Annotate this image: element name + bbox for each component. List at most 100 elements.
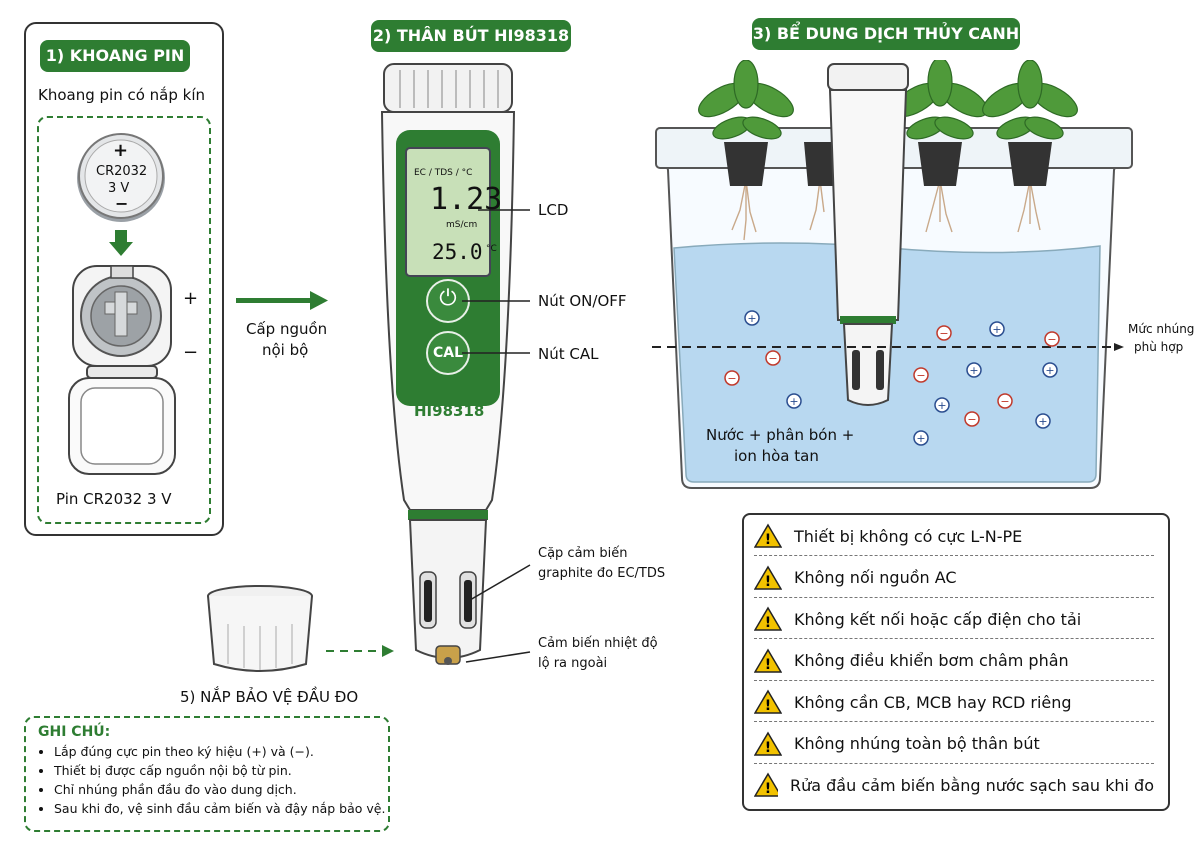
negative-ion-icon	[997, 393, 1013, 409]
lcd-value: 1.23	[430, 182, 503, 217]
power-button[interactable]: ⏻	[439, 286, 457, 311]
negative-ion-icon	[765, 350, 781, 366]
negative-ion-icon	[936, 325, 952, 341]
battery-illustration	[68, 133, 176, 475]
warning-text: Thiết bị không có cực L-N-PE	[794, 526, 1023, 546]
warning-icon-symbol: !	[765, 615, 771, 631]
warning-row: ! Thiết bị không có cực L-N-PE	[754, 517, 1154, 556]
negative-ion-sign: −	[1000, 395, 1009, 408]
warning-icon: !	[754, 772, 778, 797]
callout-sensor-line1: Cặp cảm biến	[538, 546, 628, 561]
warning-icon-symbol: !	[765, 574, 771, 590]
warning-icon: !	[754, 606, 782, 631]
terminal-minus-label: −	[183, 342, 199, 363]
solution-line2: ion hòa tan	[734, 447, 819, 465]
battery-voltage-text: 3 V	[108, 181, 130, 196]
warning-icon: !	[754, 523, 782, 548]
warning-row: ! Không điều khiển bơm châm phân	[754, 642, 1154, 681]
callout-temp-line1: Cảm biến nhiệt độ	[538, 636, 658, 651]
warning-text: Không cần CB, MCB hay RCD riêng	[794, 692, 1072, 712]
positive-ion-icon	[1035, 413, 1051, 429]
lcd-temperature: 25.0	[432, 240, 483, 264]
negative-ion-sign: −	[1047, 333, 1056, 346]
warning-icon-symbol: !	[765, 698, 771, 714]
coin-cell-icon	[77, 133, 165, 222]
battery-model-text: CR2032	[96, 164, 148, 179]
protective-cap-illustration	[207, 585, 394, 672]
battery-plus-sign: +	[113, 140, 129, 161]
note-item: Lắp đúng cực pin theo ký hiệu (+) và (−)…	[54, 742, 404, 761]
negative-ion-sign: −	[939, 327, 948, 340]
battery-compartment-subtitle: Khoang pin có nắp kín	[38, 86, 206, 104]
battery-area	[37, 116, 211, 524]
callout-cal: Nút CAL	[538, 345, 599, 363]
positive-ion-sign: +	[937, 399, 946, 412]
notes-box	[24, 716, 390, 832]
warning-icon-symbol: !	[765, 532, 771, 548]
positive-ion-icon	[913, 430, 929, 446]
negative-ion-icon	[913, 367, 929, 383]
battery-caption: Pin CR2032 3 V	[56, 490, 172, 508]
battery-minus-sign: −	[115, 194, 129, 213]
warning-row: !Không nhúng toàn bộ thân bút	[754, 725, 1154, 764]
positive-ion-icon	[786, 393, 802, 409]
negative-ion-icon	[1044, 331, 1060, 347]
positive-ion-icon	[966, 362, 982, 378]
negative-ion-icon	[964, 411, 980, 427]
warning-text: Không điều khiển bơm châm phân	[794, 651, 1069, 670]
warning-text: Không kết nối hoặc cấp điện cho tải	[794, 609, 1082, 629]
tank-section-title: 3) BỂ DUNG DỊCH THỦY CANH	[752, 18, 1020, 50]
immersion-level-line1: Mức nhúng	[1128, 322, 1195, 336]
warning-icon-symbol: !	[765, 740, 771, 756]
positive-ion-icon	[934, 397, 950, 413]
positive-ion-sign: +	[969, 364, 978, 377]
battery-section-title: 1) KHOANG PIN	[40, 40, 190, 72]
warning-icon-symbol: !	[765, 657, 771, 673]
positive-ion-sign: +	[1045, 364, 1054, 377]
warning-icon: !	[754, 648, 782, 673]
note-item: Sau khi đo, vệ sinh đầu cảm biến và đậy …	[54, 799, 404, 818]
terminal-plus-label: +	[183, 288, 199, 309]
negative-ion-sign: −	[727, 372, 736, 385]
negative-ion-sign: −	[967, 413, 976, 426]
positive-ion-sign: +	[1038, 415, 1047, 428]
callout-lcd: LCD	[538, 201, 569, 219]
pen-section-title: 2) THÂN BÚT HI98318	[371, 20, 571, 52]
cal-button[interactable]: CAL	[432, 345, 464, 361]
positive-ion-icon	[989, 321, 1005, 337]
callout-onoff: Nút ON/OFF	[538, 292, 627, 310]
warning-icon: !	[754, 689, 782, 714]
positive-ion-sign: +	[916, 432, 925, 445]
lcd-unit: mS/cm	[446, 220, 478, 230]
note-item: Thiết bị được cấp nguồn nội bộ từ pin.	[54, 761, 404, 780]
warning-row: ! Không kết nối hoặc cấp điện cho tải	[754, 600, 1154, 639]
solution-line1: Nước + phân bón +	[706, 426, 855, 444]
power-arrow-icon	[236, 291, 328, 310]
warning-row: ! Không nối nguồn AC	[754, 559, 1154, 598]
callout-temp-line2: lộ ra ngoài	[538, 656, 608, 671]
warning-icon: !	[754, 565, 782, 590]
power-arrow-label-1: Cấp nguồn	[246, 320, 328, 338]
warning-row: ! Không cần CB, MCB hay RCD riêng	[754, 683, 1154, 722]
warning-row: ! Rửa đầu cảm biến bằng nước sạch sau khi…	[754, 766, 1154, 804]
power-arrow-label-2: nội bộ	[262, 341, 309, 359]
negative-ion-icon	[724, 370, 740, 386]
notes-title: GHI CHÚ:	[38, 724, 111, 740]
pen-model-text: HI98318	[414, 402, 485, 420]
warning-text: Rửa đầu cảm biến bằng nước sạch sau khi …	[790, 775, 1154, 795]
negative-ion-sign: −	[916, 369, 925, 382]
notes-list: Lắp đúng cực pin theo ký hiệu (+) và (−)…	[24, 742, 404, 818]
warning-icon-symbol: !	[765, 781, 771, 797]
cap-label: 5) NẮP BẢO VỆ ĐẦU ĐO	[180, 688, 359, 706]
positive-ion-icon	[1042, 362, 1058, 378]
lcd-temperature-unit: °C	[486, 244, 497, 254]
positive-ion-icon	[744, 310, 760, 326]
warning-text: Không nối nguồn AC	[794, 568, 957, 587]
warning-icon: !	[754, 731, 782, 756]
immersion-level-line2: phù hợp	[1134, 340, 1184, 354]
positive-ion-sign: +	[789, 395, 798, 408]
battery-compartment-icon	[68, 265, 176, 475]
lcd-header: EC / TDS / °C	[414, 168, 473, 178]
